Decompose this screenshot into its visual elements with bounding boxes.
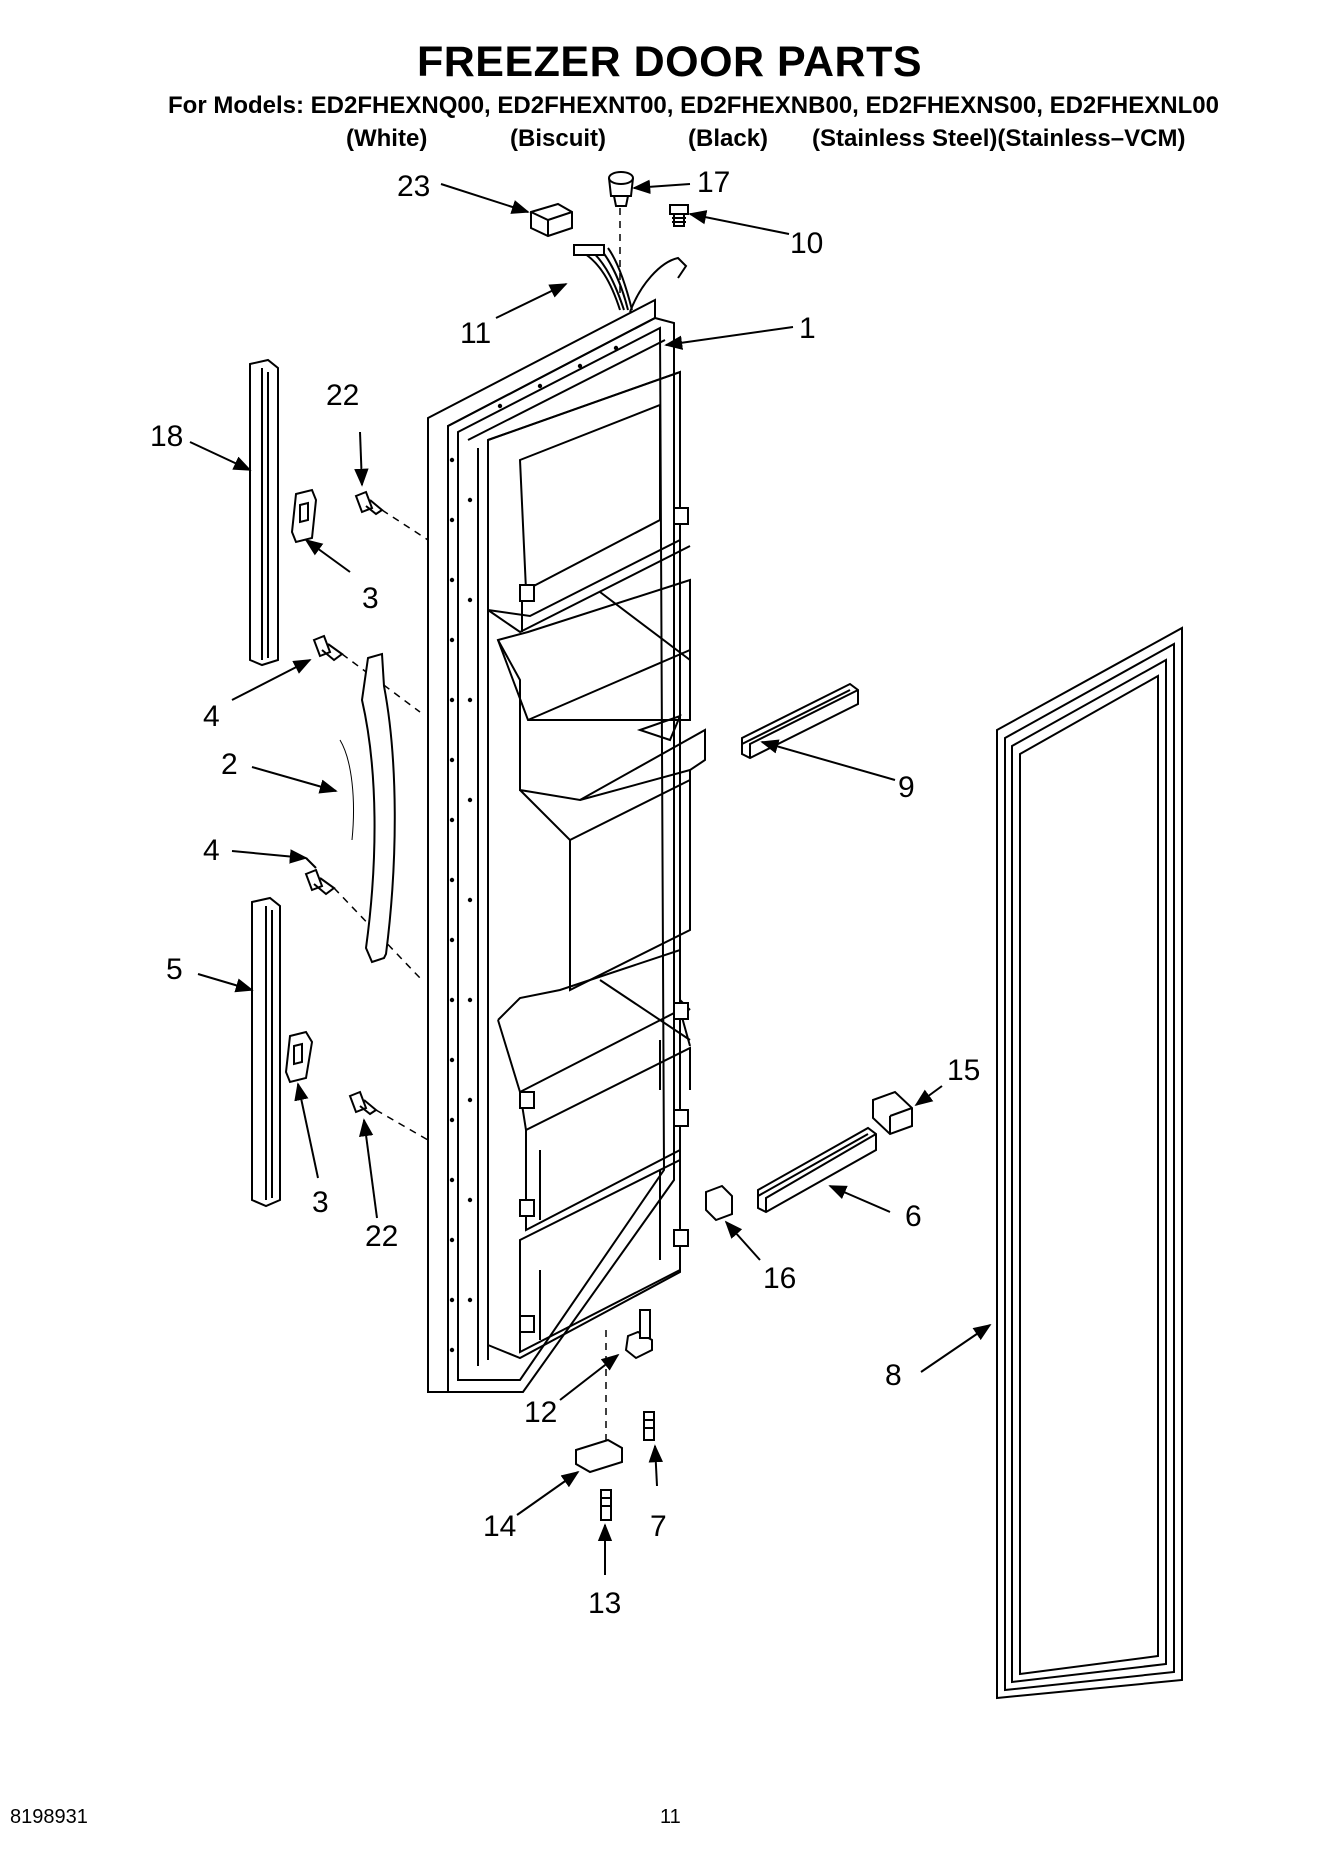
variant-black: (Black) [688,125,769,152]
door-gasket [996,626,1183,1700]
plug-part [608,171,634,207]
callout-23: 23 [397,170,430,203]
callout-18: 18 [150,420,183,453]
variant-stainless: (Stainless Steel)(Stainless–VCM) [812,125,1186,152]
screw-22-upper [354,490,384,516]
screw-4-lower [304,868,336,896]
leader-arrows [189,179,992,1575]
callout-22-upper: 22 [326,379,359,412]
shelf-rail-lower [757,1126,877,1214]
variant-white: (White) [346,125,428,152]
connector-block [530,202,573,238]
shelf-rail-upper [741,682,859,760]
variant-biscuit: (Biscuit) [510,125,606,152]
callout-5: 5 [166,953,183,986]
hinge-pin [624,1309,653,1360]
door-handle [339,652,396,964]
callout-11: 11 [460,317,491,350]
callout-17: 17 [697,166,730,199]
door-panel [427,298,706,1393]
callout-4-lower: 4 [203,834,220,867]
callout-8: 8 [885,1359,902,1392]
screw-22-lower [348,1090,378,1116]
models-line: For Models: ED2FHEXNQ00, ED2FHEXNT00, ED… [168,92,1219,119]
callout-9: 9 [898,771,915,804]
page-number: 11 [660,1806,681,1828]
callout-2: 2 [221,748,238,781]
screw-13 [600,1489,612,1521]
document-number: 8198931 [10,1806,88,1828]
callout-3-lower: 3 [312,1186,329,1219]
callout-16: 16 [763,1262,796,1295]
latch-16 [705,1184,733,1222]
lower-trim [251,896,281,1208]
upper-trim [249,358,279,667]
page-title: FREEZER DOOR PARTS [416,38,923,86]
hinge-bracket [575,1438,623,1474]
clip-upper [290,488,318,544]
callout-6: 6 [905,1200,922,1233]
screw-7 [643,1411,655,1441]
callout-14: 14 [483,1510,516,1543]
screw-4-upper [312,634,344,662]
callout-12: 12 [524,1396,557,1429]
bracket-15 [872,1090,913,1136]
callout-1: 1 [799,312,816,345]
callout-labels: 23 17 10 11 1 18 22 3 4 2 9 4 5 15 3 6 2… [150,166,980,1620]
callout-10: 10 [790,227,823,260]
callout-15: 15 [947,1054,980,1087]
clip-lower [284,1030,314,1084]
callout-7: 7 [650,1510,667,1543]
callout-4-upper: 4 [203,700,220,733]
callout-22-lower: 22 [365,1220,398,1253]
callout-13: 13 [588,1587,621,1620]
screw-10 [669,204,689,227]
callout-3-upper: 3 [362,582,379,615]
wire-harness [573,244,688,313]
